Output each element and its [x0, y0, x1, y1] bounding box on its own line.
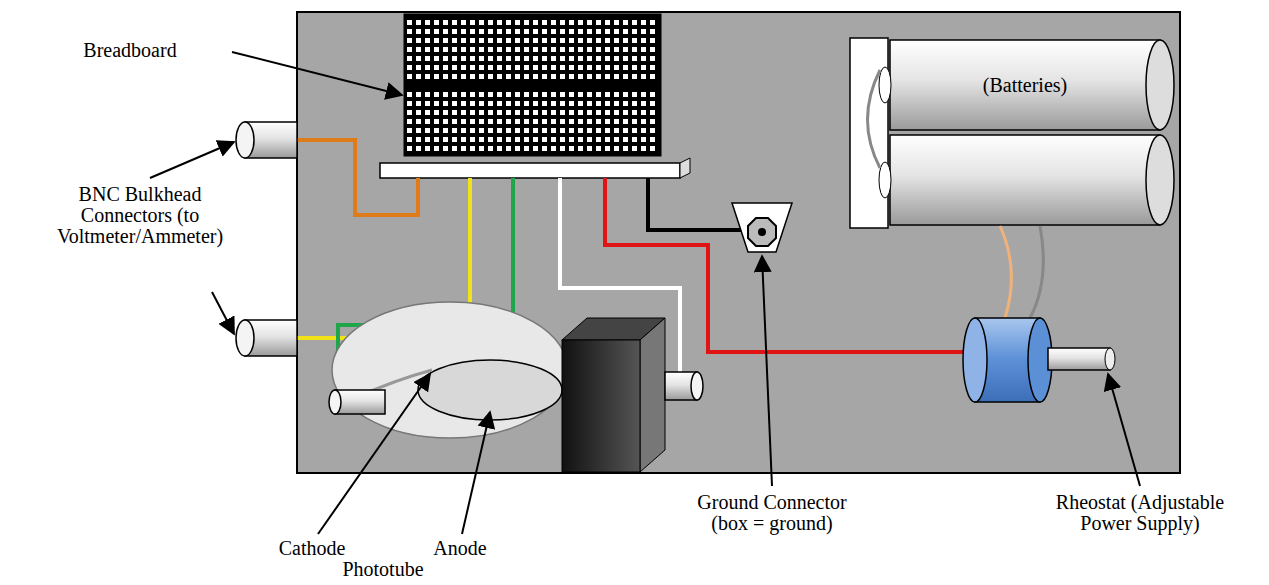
ground-connector: [732, 203, 792, 252]
part-label: Anode: [400, 538, 520, 559]
part-label: Rheostat (Adjustable Power Supply): [1038, 492, 1243, 534]
housing-box: [297, 12, 1180, 473]
part-label: Breadboard: [30, 40, 230, 61]
breadboard: [380, 15, 690, 178]
battery: [850, 38, 1174, 228]
phototube: [329, 302, 703, 472]
battery-label-area: (Batteries): [900, 45, 1150, 125]
part-label: Phototube: [313, 559, 453, 580]
part-label: Ground Connector (box = ground): [682, 492, 862, 534]
part-label: BNC Bulkhead Connectors (to Voltmeter/Am…: [49, 184, 231, 247]
part-label: Cathode: [252, 538, 372, 559]
battery-leads: [1000, 226, 1043, 318]
leader-arrow: [150, 52, 1140, 534]
rheostat: [963, 318, 1115, 402]
node-text: (Batteries): [983, 74, 1067, 96]
bnc-connector: [236, 122, 297, 356]
